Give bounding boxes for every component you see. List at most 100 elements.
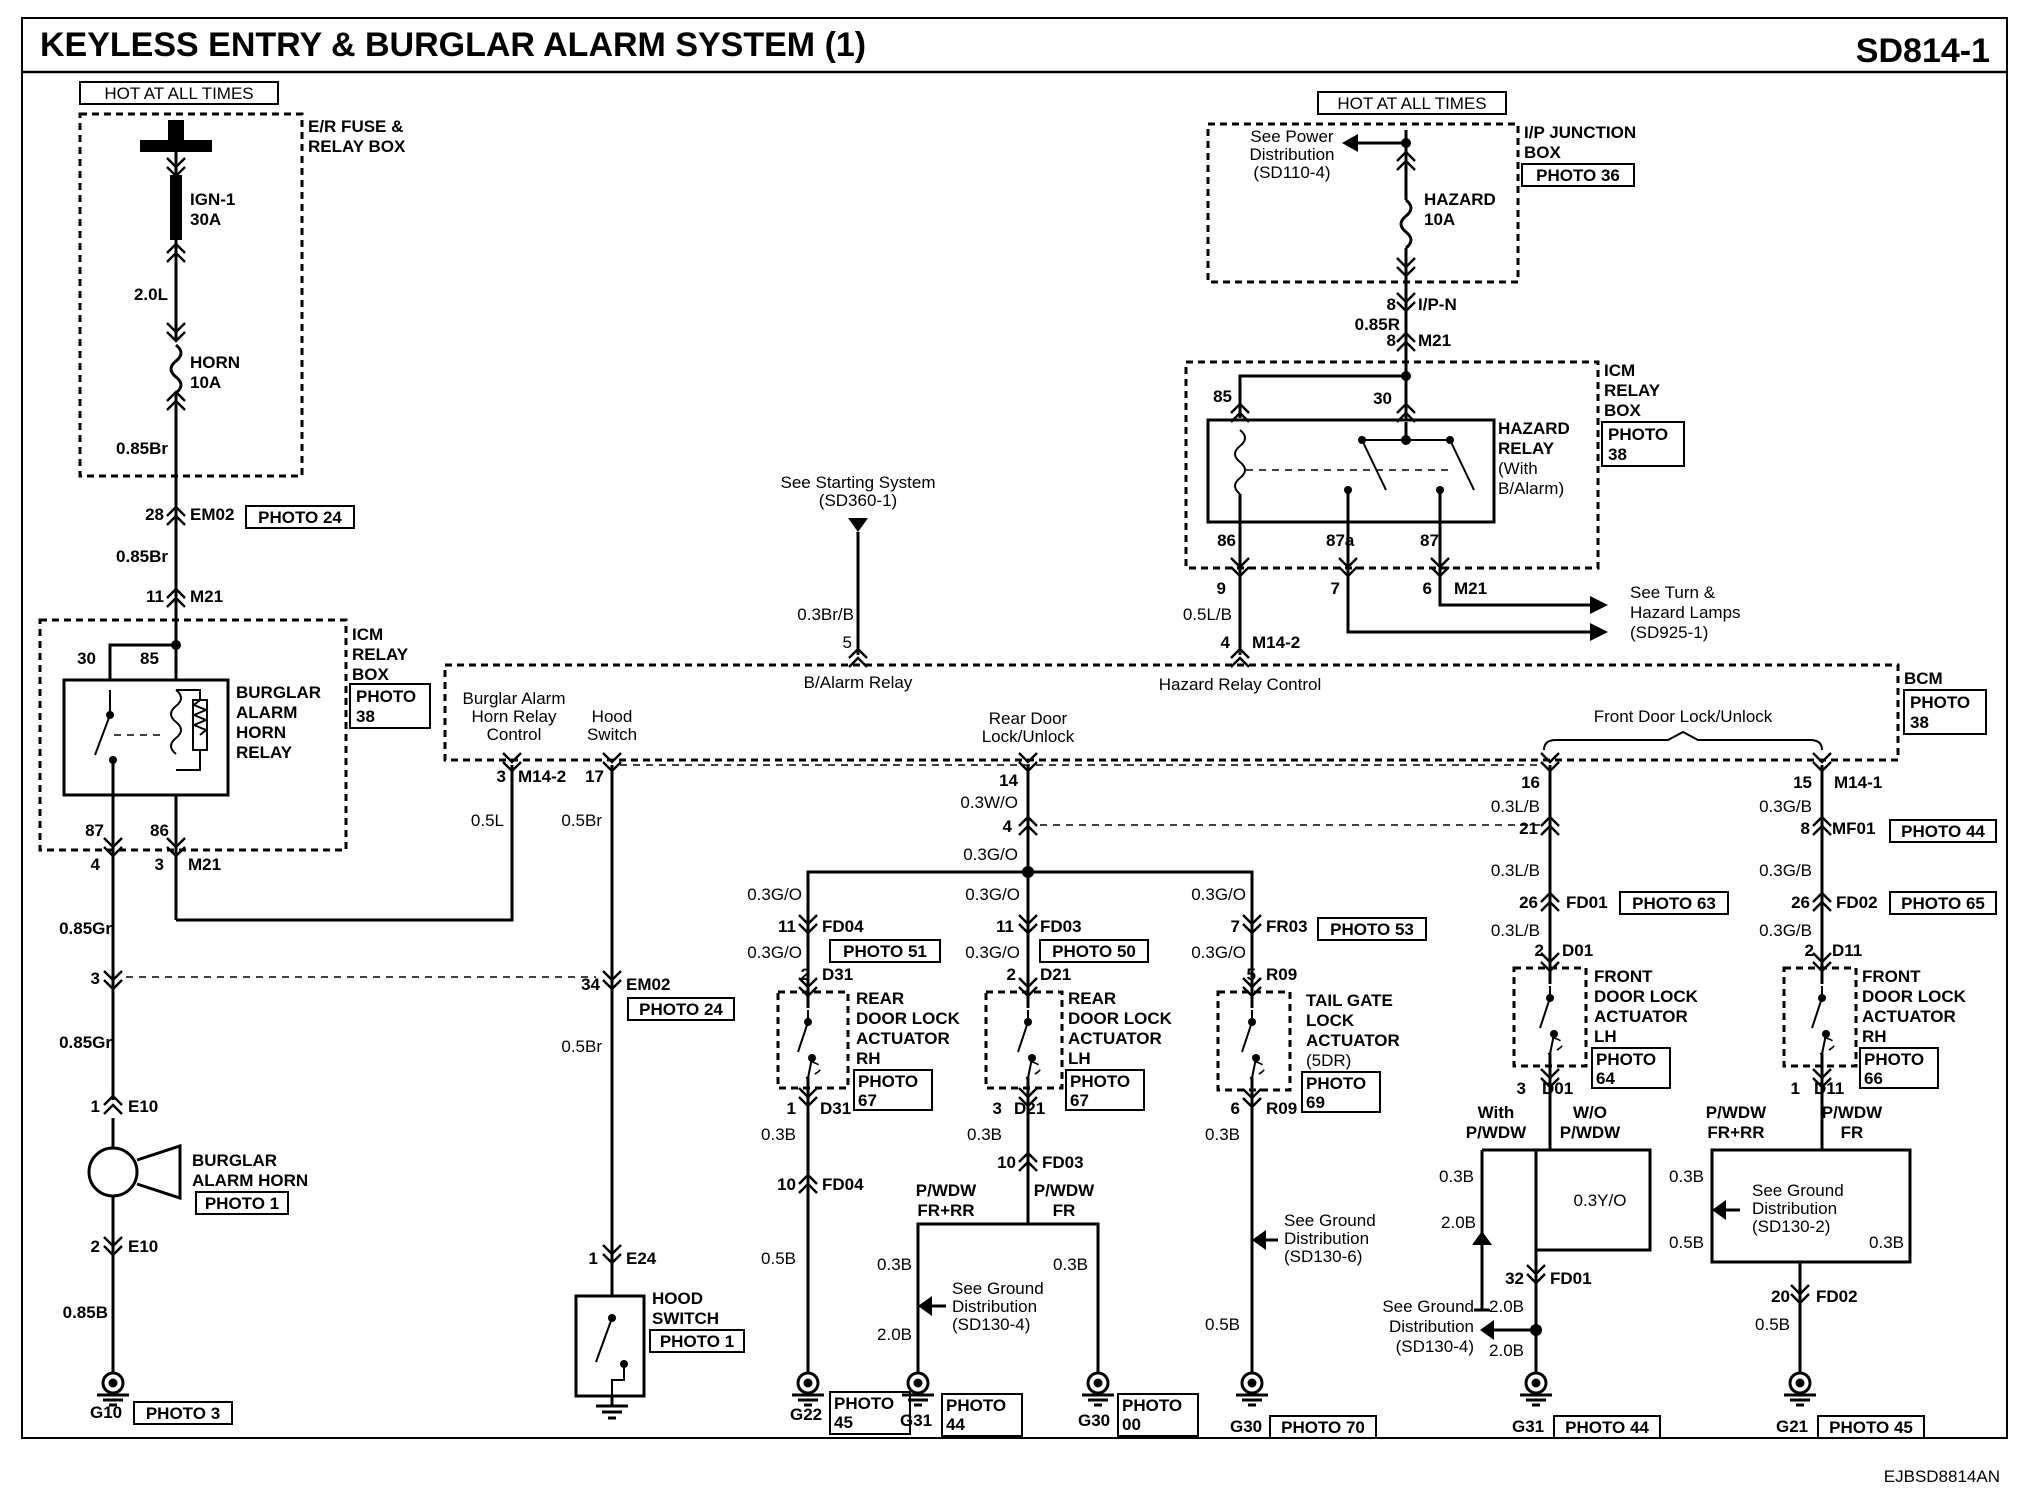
svg-text:(SD110-4): (SD110-4) [1253, 163, 1330, 182]
svg-text:(With: (With [1498, 459, 1538, 478]
svg-text:G21: G21 [1776, 1417, 1808, 1436]
svg-text:86: 86 [1217, 531, 1236, 550]
svg-text:G30: G30 [1078, 1411, 1110, 1430]
svg-text:0.5L/B: 0.5L/B [1183, 605, 1232, 624]
svg-text:HOOD: HOOD [652, 1289, 703, 1308]
svg-text:26: 26 [1791, 893, 1810, 912]
wire-horn-relay-control [176, 765, 514, 922]
svg-text:BOX: BOX [1604, 401, 1642, 420]
burglar-alarm-horn-circuit: 0.85Gr 3 0.85Gr 1 E10 BURGLAR ALARM HORN… [59, 919, 596, 1425]
svg-text:PHOTO 63: PHOTO 63 [1632, 894, 1716, 913]
svg-text:0.3L/B: 0.3L/B [1491, 921, 1540, 940]
svg-text:2.0L: 2.0L [134, 285, 168, 304]
svg-text:M21: M21 [1454, 579, 1487, 598]
svg-text:PHOTO 24: PHOTO 24 [258, 508, 342, 527]
svg-text:0.3B: 0.3B [1053, 1255, 1088, 1274]
svg-text:P/WDW: P/WDW [916, 1181, 977, 1200]
svg-text:See Power: See Power [1250, 127, 1333, 146]
svg-text:M14-2: M14-2 [518, 767, 566, 786]
svg-text:I/P-N: I/P-N [1418, 295, 1457, 314]
svg-text:B/Alarm): B/Alarm) [1498, 479, 1564, 498]
hazard-relay-control-label: Hazard Relay Control [1159, 675, 1322, 694]
rear-door-lock-rh-circuit: 0.3G/O 11 FD04 PHOTO 51 0.3G/O 2 D31 REA… [747, 885, 961, 1435]
svg-text:DOOR LOCK: DOOR LOCK [1862, 987, 1967, 1006]
svg-text:69: 69 [1306, 1093, 1325, 1112]
svg-text:P/WDW: P/WDW [1560, 1123, 1621, 1142]
svg-text:PHOTO 70: PHOTO 70 [1281, 1418, 1365, 1437]
svg-text:Distribution: Distribution [952, 1297, 1037, 1316]
svg-text:BURGLAR: BURGLAR [236, 683, 321, 702]
svg-text:0.5Br: 0.5Br [561, 811, 602, 830]
svg-text:FR03: FR03 [1266, 917, 1308, 936]
hot-at-all-times-right: HOT AT ALL TIMES [1337, 94, 1486, 113]
icm-relay-box-right: ICM RELAY BOX PHOTO 38 85 30 HAZARD RELA… [1184, 360, 1685, 570]
svg-text:66: 66 [1864, 1069, 1883, 1088]
ip-junction-box: HOT AT ALL TIMES I/P JUNCTION BOX PHOTO … [1206, 91, 1636, 422]
svg-text:17: 17 [585, 767, 604, 786]
svg-text:FD02: FD02 [1836, 893, 1878, 912]
svg-text:0.5B: 0.5B [1669, 1233, 1704, 1252]
svg-text:(SD130-6): (SD130-6) [1284, 1247, 1362, 1266]
svg-text:34: 34 [581, 975, 600, 994]
svg-text:PHOTO: PHOTO [1864, 1050, 1924, 1069]
svg-text:87: 87 [85, 821, 104, 840]
svg-text:PHOTO: PHOTO [1910, 693, 1970, 712]
svg-text:0.5L: 0.5L [471, 811, 504, 830]
svg-text:38: 38 [1608, 445, 1627, 464]
svg-text:PHOTO 44: PHOTO 44 [1565, 1418, 1649, 1437]
hazard-relay [1206, 418, 1496, 524]
svg-text:R09: R09 [1266, 965, 1297, 984]
svg-text:RH: RH [856, 1049, 881, 1068]
svg-text:2: 2 [1535, 941, 1544, 960]
svg-text:0.3B: 0.3B [1205, 1125, 1240, 1144]
svg-text:REAR: REAR [1068, 989, 1116, 1008]
svg-text:G31: G31 [900, 1411, 932, 1430]
svg-text:0.3B: 0.3B [1669, 1167, 1704, 1186]
svg-text:Hood: Hood [592, 707, 633, 726]
svg-text:0.3G/O: 0.3G/O [747, 943, 802, 962]
svg-text:EM02: EM02 [626, 975, 670, 994]
hood-switch [574, 1294, 646, 1398]
ground-g21 [1782, 1363, 1818, 1407]
diagram-title: KEYLESS ENTRY & BURGLAR ALARM SYSTEM (1) [40, 26, 866, 64]
svg-text:Front Door Lock/Unlock: Front Door Lock/Unlock [1594, 707, 1773, 726]
svg-text:FD01: FD01 [1550, 1269, 1592, 1288]
svg-text:26: 26 [1519, 893, 1538, 912]
svg-text:0.3G/B: 0.3G/B [1759, 921, 1812, 940]
svg-text:2: 2 [801, 965, 810, 984]
svg-text:2.0B: 2.0B [1489, 1297, 1524, 1316]
svg-text:G10: G10 [90, 1403, 122, 1422]
svg-text:FR: FR [1841, 1123, 1864, 1142]
svg-text:0.3G/O: 0.3G/O [1191, 885, 1246, 904]
svg-text:10A: 10A [190, 373, 221, 392]
connector-em02-horn: 28 EM02 PHOTO 24 0.85Br 11 M21 [116, 505, 355, 609]
svg-text:RELAY BOX: RELAY BOX [308, 137, 406, 156]
svg-text:E10: E10 [128, 1097, 158, 1116]
svg-text:1: 1 [589, 1249, 598, 1268]
svg-text:8: 8 [1387, 295, 1396, 314]
svg-text:PHOTO 36: PHOTO 36 [1536, 166, 1620, 185]
svg-text:PHOTO 50: PHOTO 50 [1052, 942, 1136, 961]
svg-text:28: 28 [145, 505, 164, 524]
svg-text:7: 7 [1331, 579, 1340, 598]
svg-text:PHOTO 1: PHOTO 1 [205, 1194, 279, 1213]
svg-text:0.85R: 0.85R [1355, 315, 1400, 334]
svg-text:M21: M21 [188, 855, 221, 874]
svg-text:0.3G/O: 0.3G/O [963, 845, 1018, 864]
svg-text:PHOTO: PHOTO [1596, 1050, 1656, 1069]
ground-g31-rear [900, 1363, 936, 1407]
svg-text:0.3G/B: 0.3G/B [1759, 797, 1812, 816]
svg-text:E24: E24 [626, 1249, 657, 1268]
svg-text:PHOTO: PHOTO [1122, 1396, 1182, 1415]
svg-text:PHOTO: PHOTO [1070, 1072, 1130, 1091]
svg-text:67: 67 [1070, 1091, 1089, 1110]
svg-text:0.3G/O: 0.3G/O [1191, 943, 1246, 962]
svg-text:0.5B: 0.5B [761, 1249, 796, 1268]
svg-text:PHOTO: PHOTO [356, 687, 416, 706]
svg-text:FD04: FD04 [822, 917, 864, 936]
starting-system-ref: See Starting System (SD360-1) 0.3Br/B 5 [781, 473, 935, 669]
tail-gate-lock-actuator [1216, 990, 1292, 1092]
front-door-lock-actuator-rh [1782, 966, 1858, 1068]
hood-switch-circuit: 0.5Br 34 EM02 PHOTO 24 0.5Br 1 E24 HOOD … [561, 765, 745, 1420]
svg-text:See Ground: See Ground [1284, 1211, 1376, 1230]
